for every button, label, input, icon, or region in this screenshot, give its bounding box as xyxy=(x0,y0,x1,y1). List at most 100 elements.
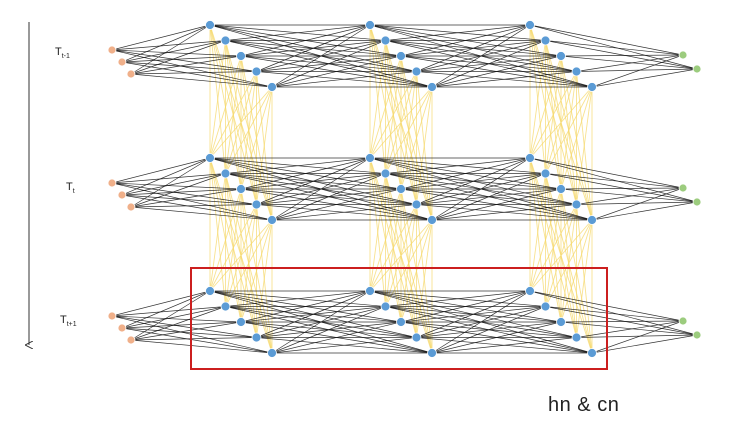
input-node xyxy=(107,45,117,55)
dense-edge xyxy=(271,306,386,354)
dense-edge xyxy=(591,201,698,221)
dense-edge xyxy=(121,188,242,196)
hidden-node xyxy=(220,168,231,179)
recurrent-edge xyxy=(369,219,433,292)
hidden-node xyxy=(411,199,422,210)
dense-edge xyxy=(240,290,371,323)
recurrent-edge xyxy=(225,86,273,174)
dense-edge xyxy=(271,40,386,88)
time-label-t: Tt xyxy=(66,181,75,195)
dense-edge xyxy=(529,290,698,336)
hidden-node xyxy=(220,35,231,46)
dense-edge xyxy=(545,306,684,322)
hidden-node xyxy=(396,317,406,327)
dense-edge xyxy=(121,24,211,63)
hidden-node xyxy=(267,82,277,92)
dense-edge xyxy=(130,290,211,341)
hidden-node xyxy=(365,153,375,163)
dense-edge xyxy=(130,73,273,88)
dense-edge xyxy=(111,157,211,184)
dense-edge xyxy=(591,54,684,88)
hidden-node xyxy=(205,286,215,296)
input-node xyxy=(117,190,127,200)
dense-edge xyxy=(271,55,402,88)
recurrent-edge xyxy=(225,219,273,307)
dense-edge xyxy=(130,157,211,208)
dense-edge xyxy=(431,24,531,88)
dense-edge xyxy=(111,49,242,57)
dense-edge xyxy=(111,315,257,338)
dense-edge xyxy=(111,49,273,88)
hidden-node xyxy=(365,20,375,30)
dense-edge xyxy=(416,290,531,338)
dense-edge xyxy=(431,204,577,221)
dense-edge xyxy=(576,54,684,72)
hidden-node xyxy=(540,168,551,179)
dense-edge xyxy=(271,173,386,221)
output-node xyxy=(678,316,688,326)
recurrent-edge xyxy=(400,86,433,190)
input-node xyxy=(117,323,127,333)
dense-edge xyxy=(591,334,698,354)
recurrent-edge xyxy=(529,188,562,292)
dense-edge xyxy=(256,24,371,72)
input-node xyxy=(126,69,136,79)
output-node xyxy=(692,330,702,340)
dense-edge xyxy=(545,40,684,56)
recurrent-edge xyxy=(209,219,273,292)
hidden-node xyxy=(267,348,277,358)
recurrent-edge xyxy=(545,86,593,174)
dense-edge xyxy=(431,157,531,221)
recurrent-edge xyxy=(209,55,242,159)
dense-edge xyxy=(431,290,531,354)
dense-edge xyxy=(271,337,417,354)
hidden-node xyxy=(380,168,391,179)
dense-edge xyxy=(385,24,531,41)
dense-edge xyxy=(545,173,684,189)
output-node xyxy=(692,64,702,74)
dense-edge xyxy=(271,321,402,354)
hidden-node xyxy=(236,184,246,194)
hidden-node xyxy=(571,66,582,77)
dense-edge xyxy=(431,40,546,88)
dense-edge xyxy=(130,188,242,208)
output-node xyxy=(692,197,702,207)
recurrent-edge xyxy=(209,40,226,159)
recurrent-edge xyxy=(529,71,577,159)
dense-edge xyxy=(256,157,371,205)
hidden-node xyxy=(427,82,437,92)
input-node xyxy=(126,202,136,212)
hidden-node xyxy=(380,35,391,46)
dense-edge xyxy=(121,61,273,88)
dense-edge xyxy=(121,40,226,63)
dense-edge xyxy=(576,187,684,205)
recurrent-edge xyxy=(209,188,242,292)
dense-edge xyxy=(111,173,226,184)
dense-edge xyxy=(121,61,257,72)
dense-edge xyxy=(130,337,257,341)
dense-edge xyxy=(385,157,531,174)
hidden-node xyxy=(427,348,437,358)
dense-edge xyxy=(130,321,242,341)
dense-edge xyxy=(111,306,226,317)
recurrent-edge xyxy=(369,204,417,292)
dense-edge xyxy=(400,157,531,190)
recurrent-edge xyxy=(369,71,417,159)
dense-edge xyxy=(529,24,684,56)
time-label-t-plus-1: Tt+1 xyxy=(60,314,77,328)
recurrent-edges xyxy=(209,24,593,354)
dense-edge xyxy=(545,40,698,70)
recurrent-edge xyxy=(385,86,433,174)
hidden-node xyxy=(540,301,551,312)
dense-edge xyxy=(385,290,531,307)
caption-hn-cn: hn & cn xyxy=(548,394,619,416)
dense-edge xyxy=(271,71,417,88)
dense-edge xyxy=(529,24,698,70)
dense-edge xyxy=(130,24,211,75)
dense-edge xyxy=(111,315,242,323)
hidden-node xyxy=(220,301,231,312)
hidden-node xyxy=(525,20,535,30)
dense-edge xyxy=(431,337,577,354)
recurrent-edge xyxy=(209,71,257,159)
recurrent-edge xyxy=(560,86,593,190)
